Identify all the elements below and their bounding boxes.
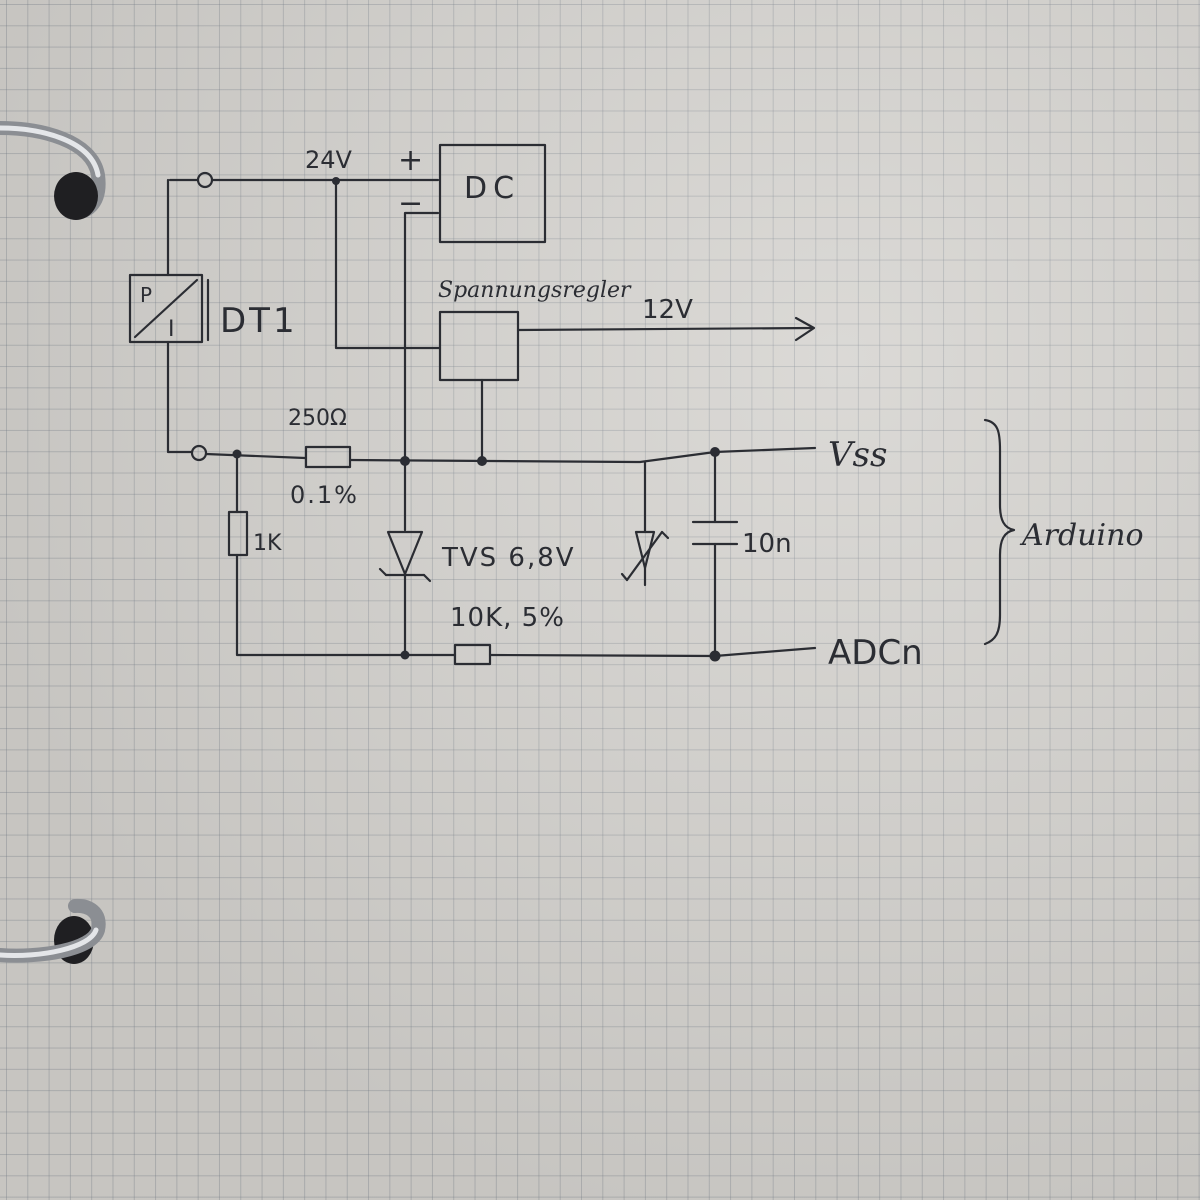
sensor-label-i: I	[168, 317, 175, 342]
dc-label: DC	[464, 171, 520, 206]
plus-label: +	[398, 143, 423, 178]
wire-1k-bottom	[235, 553, 457, 657]
output-12v-label: 12V	[642, 295, 693, 325]
wire-vss-left	[204, 452, 307, 460]
regulator-box	[438, 310, 520, 382]
arrow-12v-output	[794, 316, 816, 342]
junction-dots	[232, 177, 721, 662]
pulldown-label: 1K	[253, 531, 282, 556]
wires	[166, 178, 817, 658]
tvs-diode	[378, 530, 432, 583]
wire-12v-output	[516, 326, 814, 332]
arduino-brace	[983, 418, 1016, 646]
pressure-sensor-box	[128, 273, 204, 344]
shunt-tolerance-label: 0.1%	[290, 481, 359, 509]
zener-diode	[620, 530, 670, 582]
pulldown-resistor	[227, 510, 249, 557]
sensor-label-p: P	[140, 283, 152, 307]
sensor-name: DT1	[220, 301, 298, 341]
dc-supply-box	[438, 143, 547, 244]
wire-dc-minus	[403, 211, 440, 462]
minus-label: −	[398, 186, 423, 221]
terminal-bottom	[190, 444, 208, 462]
binder-ring-bottom	[0, 898, 106, 964]
vss-label: Vss	[828, 435, 887, 475]
regulator-label: Spannungsregler	[438, 278, 632, 303]
adc-label: ADCn	[828, 633, 923, 673]
sensor-diagonal	[133, 278, 199, 339]
shunt-value-label: 250Ω	[288, 406, 347, 431]
supply-voltage-label: 24V	[305, 146, 353, 174]
tvs-label: TVS 6,8V	[441, 543, 576, 573]
series-resistor	[453, 643, 492, 666]
binder-ring-top	[0, 121, 106, 220]
wire-regulator-input	[334, 180, 442, 350]
wire-adc-rail	[488, 646, 817, 658]
series-resistor-label: 10K, 5%	[450, 603, 565, 633]
capacitor	[691, 520, 739, 546]
terminal-top	[196, 171, 214, 189]
shunt-resistor	[304, 445, 352, 469]
wire-left-lower	[166, 340, 194, 454]
wire-vss-rail	[348, 446, 817, 464]
capacitor-label: 10n	[742, 529, 792, 559]
arduino-label: Arduino	[1019, 518, 1144, 553]
